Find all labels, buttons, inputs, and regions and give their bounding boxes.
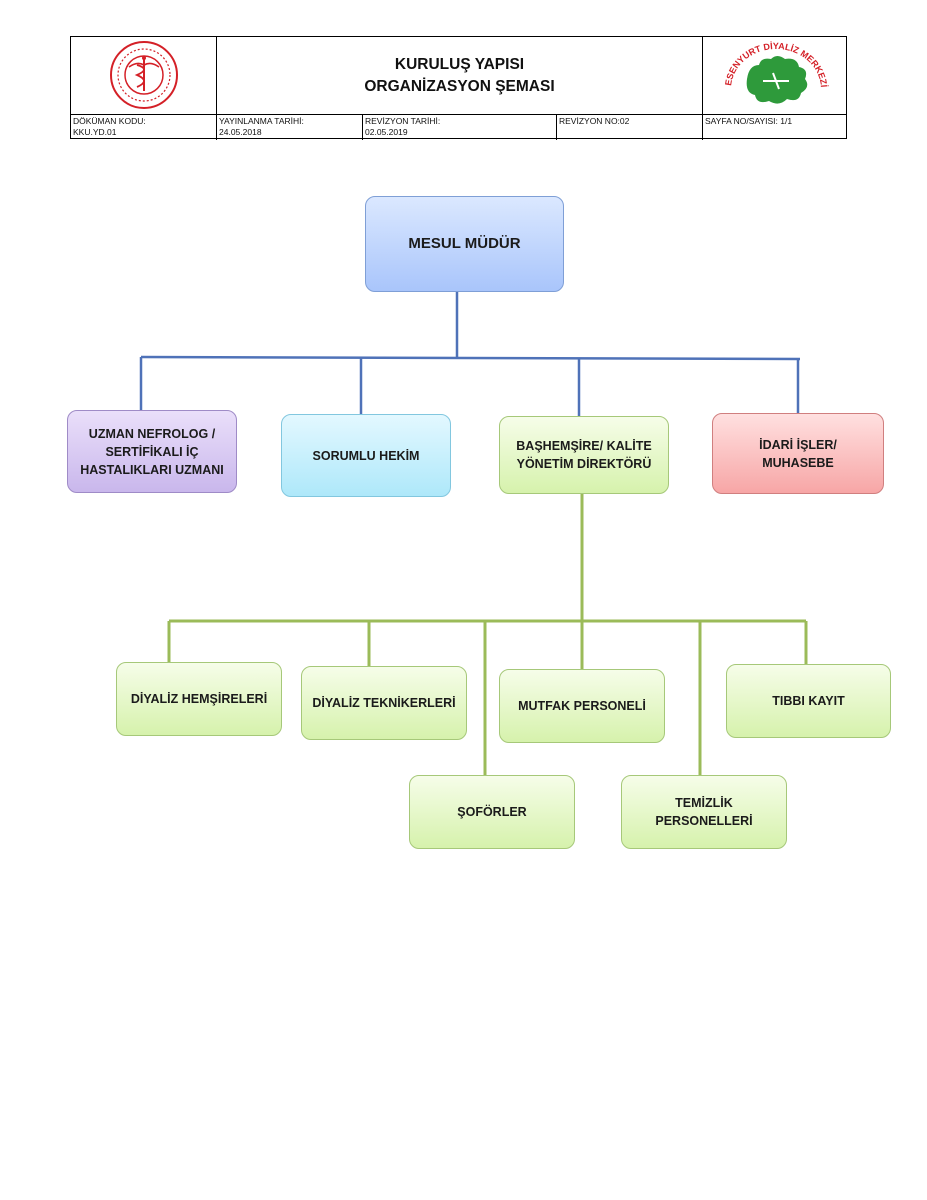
rev-date-value: 02.05.2019	[365, 127, 408, 137]
green-connectors	[167, 494, 808, 775]
title-line-2: ORGANİZASYON ŞEMASI	[364, 77, 555, 95]
rev-date-label: REVİZYON TARİHİ:	[365, 116, 441, 126]
soforler-label: ŞOFÖRLER	[457, 805, 527, 819]
doc-code-value: KKU.YD.01	[73, 127, 117, 137]
rev-no-cell: REVİZYON NO:02	[557, 115, 703, 140]
pub-date-cell: YAYINLANMA TARİHİ: 24.05.2018	[217, 115, 363, 140]
idari-line-1: İDARİ İŞLER/	[759, 437, 837, 452]
box-tibbi-kayit: TIBBI KAYIT	[726, 664, 891, 738]
box-uzman-nefrolog: UZMAN NEFROLOG / SERTİFİKALI İÇ HASTALIK…	[67, 410, 237, 493]
ministry-logo	[71, 37, 217, 114]
clinic-logo: ESENYURT DİYALİZ MERKEZİ	[703, 37, 848, 114]
nefrolog-line-3: HASTALIKLARI UZMANI	[80, 462, 224, 477]
mutfak-label: MUTFAK PERSONELİ	[518, 699, 646, 713]
document-meta-row: DÖKÜMAN KODU: KKU.YD.01 YAYINLANMA TARİH…	[71, 114, 846, 140]
page-no: SAYFA NO/SAYISI: 1/1	[705, 116, 793, 126]
doc-code-label: DÖKÜMAN KODU:	[73, 116, 146, 126]
rev-date-cell: REVİZYON TARİHİ: 02.05.2019	[363, 115, 557, 140]
box-temizlik-personelleri: TEMİZLİK PERSONELLERİ	[621, 775, 787, 849]
box-mutfak-personeli: MUTFAK PERSONELİ	[499, 669, 665, 743]
ministry-seal-icon	[110, 41, 178, 109]
document-title: KURULUŞ YAPISI ORGANİZASYON ŞEMASI	[217, 37, 703, 114]
box-idari-isler: İDARİ İŞLER/ MUHASEBE	[712, 413, 884, 494]
bashemsire-line-1: BAŞHEMŞİRE/ KALİTE	[516, 439, 652, 453]
idari-line-2: MUHASEBE	[762, 455, 834, 470]
document-header: KURULUŞ YAPISI ORGANİZASYON ŞEMASI ESENY…	[70, 36, 848, 140]
sorumlu-hekim-label: SORUMLU HEKİM	[312, 448, 420, 463]
nefrolog-line-2: SERTİFİKALI İÇ	[105, 444, 199, 459]
box-diyaliz-hemsireleri: DİYALİZ HEMŞİRELERİ	[116, 662, 282, 736]
pub-date-value: 24.05.2018	[219, 127, 262, 137]
nefrolog-line-1: UZMAN NEFROLOG /	[88, 426, 216, 441]
temizlik-line-1: TEMİZLİK	[675, 796, 733, 810]
box-sorumlu-hekim: SORUMLU HEKİM	[281, 414, 451, 497]
box-soforler: ŞOFÖRLER	[409, 775, 575, 849]
teknikerler-label: DİYALİZ TEKNİKERLERİ	[312, 696, 456, 710]
tibbi-kayit-label: TIBBI KAYIT	[772, 694, 845, 708]
pub-date-label: YAYINLANMA TARİHİ:	[219, 116, 304, 126]
temizlik-line-2: PERSONELLERİ	[655, 814, 753, 828]
page-no-cell: SAYFA NO/SAYISI: 1/1	[703, 115, 848, 140]
green-leaf-icon	[746, 56, 808, 104]
box-bashemsire: BAŞHEMŞİRE/ KALİTE YÖNETİM DİREKTÖRÜ	[499, 416, 669, 494]
rev-no: REVİZYON NO:02	[559, 116, 630, 126]
box-mesul-mudur-label: MESUL MÜDÜR	[408, 235, 521, 252]
box-mesul-mudur: MESUL MÜDÜR	[365, 196, 564, 292]
bashemsire-line-2: YÖNETİM DİREKTÖRÜ	[516, 457, 652, 471]
doc-code-cell: DÖKÜMAN KODU: KKU.YD.01	[71, 115, 217, 140]
hemsireler-label: DİYALİZ HEMŞİRELERİ	[130, 692, 268, 706]
box-diyaliz-teknikerleri: DİYALİZ TEKNİKERLERİ	[301, 666, 467, 740]
title-line-1: KURULUŞ YAPISI	[394, 55, 525, 73]
blue-connectors	[139, 292, 801, 416]
